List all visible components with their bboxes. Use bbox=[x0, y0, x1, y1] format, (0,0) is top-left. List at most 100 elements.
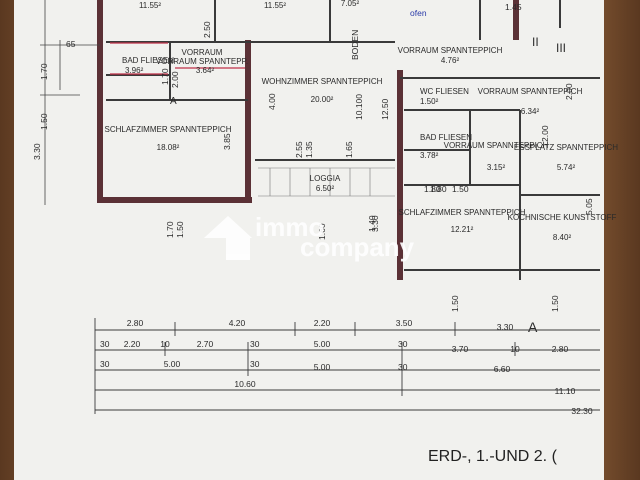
room-kochnische-name: KOCHNISCHE KUNSTSTOFF bbox=[508, 213, 617, 222]
vdim: 12.50 bbox=[380, 98, 390, 120]
misc-boden: BODEN bbox=[350, 30, 360, 60]
vdim: 2.00 bbox=[540, 125, 550, 142]
vdim: 1.50 bbox=[550, 295, 560, 312]
marker-a-right: A bbox=[528, 319, 538, 335]
misc: 1.40 bbox=[367, 215, 377, 232]
dim-r1: 2.80 bbox=[127, 318, 144, 328]
misc-marks: 65 1.70 1.50 3.30 ofen 1.45 A A II III B… bbox=[39, 2, 566, 335]
vdim: 1.50 bbox=[450, 295, 460, 312]
room-top-2-area: 11.55² bbox=[264, 1, 286, 10]
house-logo-icon bbox=[204, 216, 252, 238]
room-spannt-area: 3.64² bbox=[196, 66, 215, 75]
vdim: 2.55 bbox=[294, 141, 304, 158]
room-vorraum-3-area: 4.76² bbox=[441, 56, 460, 65]
room-wc-name: WC FLIESEN bbox=[420, 87, 469, 96]
dim-r1: 2.20 bbox=[314, 318, 331, 328]
room-schlafzimmer-2-area: 12.21² bbox=[451, 225, 474, 234]
room-loggia-name: LOGGIA bbox=[310, 174, 341, 183]
watermark: immo company bbox=[204, 212, 415, 262]
room-wohnzimmer-area: 20.00² bbox=[311, 95, 334, 104]
dim-r3: 30 bbox=[100, 359, 110, 369]
room-wc-area: 1.50² bbox=[420, 97, 439, 106]
watermark-brand-left: immo bbox=[255, 212, 324, 242]
dim-r2: 10 bbox=[510, 344, 520, 354]
misc: 65 bbox=[66, 39, 76, 49]
room-schlafzimmer-1-name: SCHLAFZIMMER SPANNTEPPICH bbox=[105, 125, 232, 134]
vdim: 1.80 bbox=[430, 184, 447, 194]
dim-r1: 3.30 bbox=[497, 322, 514, 332]
dim-r2: 2.20 bbox=[124, 339, 141, 349]
room-vorraum-3-name: VORRAUM SPANNTEPPICH bbox=[398, 46, 503, 55]
dim-r2: 30 bbox=[100, 339, 110, 349]
room-bad-1-area: 3.96² bbox=[125, 66, 144, 75]
dimension-row-2: 30 2.20 10 2.70 30 5.00 30 3.70 10 2.80 bbox=[100, 339, 569, 354]
marker-roman-2: II bbox=[532, 35, 539, 49]
paper-sheet bbox=[14, 0, 604, 480]
vdim: 3.30 bbox=[32, 143, 42, 160]
dimension-row-1: 2.80 4.20 2.20 3.50 3.30 bbox=[127, 318, 514, 332]
room-vorraum-5-name: VORRAUM SPANNTEPPICH bbox=[444, 141, 549, 150]
room-vorraum-2-name: VORRAUM SPANNTEPP. bbox=[156, 57, 248, 66]
vdim: 1.70 bbox=[165, 221, 175, 238]
room-wohnzimmer-name: WOHNZIMMER SPANNTEPPICH bbox=[262, 77, 383, 86]
vdim: 10.100 bbox=[354, 94, 364, 120]
dim-r2: 2.80 bbox=[552, 344, 569, 354]
dimension-lines bbox=[94, 318, 600, 414]
watermark-brand-right: company bbox=[300, 232, 415, 262]
dimension-row-5: 32.30 bbox=[571, 406, 593, 416]
room-bad-1-name: BAD FLIESEN bbox=[122, 56, 174, 65]
dim-r2: 2.70 bbox=[197, 339, 214, 349]
room-essplatz-area: 5.74² bbox=[557, 163, 576, 172]
dim-r1: 3.50 bbox=[396, 318, 413, 328]
dim-r2: 5.00 bbox=[314, 339, 331, 349]
room-kochnische-area: 8.40² bbox=[553, 233, 572, 242]
room-vorraum-4-name: VORRAUM SPANNTEPPICH bbox=[478, 87, 583, 96]
vdim: 5.05 bbox=[584, 198, 594, 215]
dim-r2: 30 bbox=[398, 339, 408, 349]
marker-a-left: A bbox=[170, 96, 177, 107]
misc: 1.60 bbox=[317, 223, 327, 240]
room-loggia-area: 6.50² bbox=[316, 184, 335, 193]
vdim: 1.35 bbox=[304, 141, 314, 158]
dim-r1: 4.20 bbox=[229, 318, 246, 328]
logo-block bbox=[226, 238, 250, 260]
misc: 1.45 bbox=[505, 2, 522, 12]
room-schlafzimmer-1-area: 18.08² bbox=[157, 143, 180, 152]
room-vorraum-1-name: VORRAUM bbox=[182, 48, 223, 57]
marker-roman-3: III bbox=[556, 41, 566, 55]
vertical-dimensions: 4.00 10.100 12.50 3.85 2.00 1.70 1.50 1.… bbox=[32, 21, 594, 312]
dim-r3: 30 bbox=[250, 359, 260, 369]
dim-r4: 11.10 bbox=[555, 386, 576, 396]
footer-caption: ERD-, 1.-UND 2. ( bbox=[428, 448, 558, 465]
room-labels: 11.55² 11.55² 7.05² VORRAUM VORRAUM SPAN… bbox=[105, 0, 619, 242]
vdim: 4.00 bbox=[267, 93, 277, 110]
room-essplatz-name: ESSPLATZ SPANNTEPPICH bbox=[514, 143, 618, 152]
dim-r3: 5.00 bbox=[164, 359, 181, 369]
misc-blue-note: ofen bbox=[410, 8, 427, 18]
room-schlafzimmer-2-name: SCHLAFZIMMER SPANNTEPPICH bbox=[399, 208, 526, 217]
misc: 1.80 bbox=[424, 184, 441, 194]
room-vorraum-4-area: 6.34² bbox=[521, 107, 540, 116]
vdim: 2.50 bbox=[202, 21, 212, 38]
dim-r2: 10 bbox=[160, 339, 170, 349]
vdim: 1.70 bbox=[160, 68, 170, 85]
vdim: 1.50 bbox=[452, 184, 469, 194]
vdim: 3.85 bbox=[222, 133, 232, 150]
dimension-row-4: 10.60 11.10 bbox=[234, 379, 575, 396]
misc: 1.50 bbox=[39, 113, 49, 130]
vdim: 2.00 bbox=[564, 83, 574, 100]
room-top-1-area: 11.55² bbox=[139, 1, 161, 10]
room-bad-2-name: BAD FLIESEN bbox=[420, 133, 472, 142]
vdim: 1.50 bbox=[175, 221, 185, 238]
room-bad-2-area: 3.78² bbox=[420, 151, 439, 160]
dim-r3: 5.00 bbox=[314, 362, 331, 372]
wall-left bbox=[97, 0, 252, 203]
misc: 1.70 bbox=[39, 63, 49, 80]
vdim: 1.65 bbox=[344, 141, 354, 158]
dimension-row-3: 30 5.00 30 5.00 30 6.60 bbox=[100, 359, 511, 374]
dim-r4: 10.60 bbox=[234, 379, 256, 389]
dim-r2: 3.70 bbox=[452, 344, 469, 354]
dim-r3: 6.60 bbox=[494, 364, 511, 374]
dim-r2: 30 bbox=[250, 339, 260, 349]
